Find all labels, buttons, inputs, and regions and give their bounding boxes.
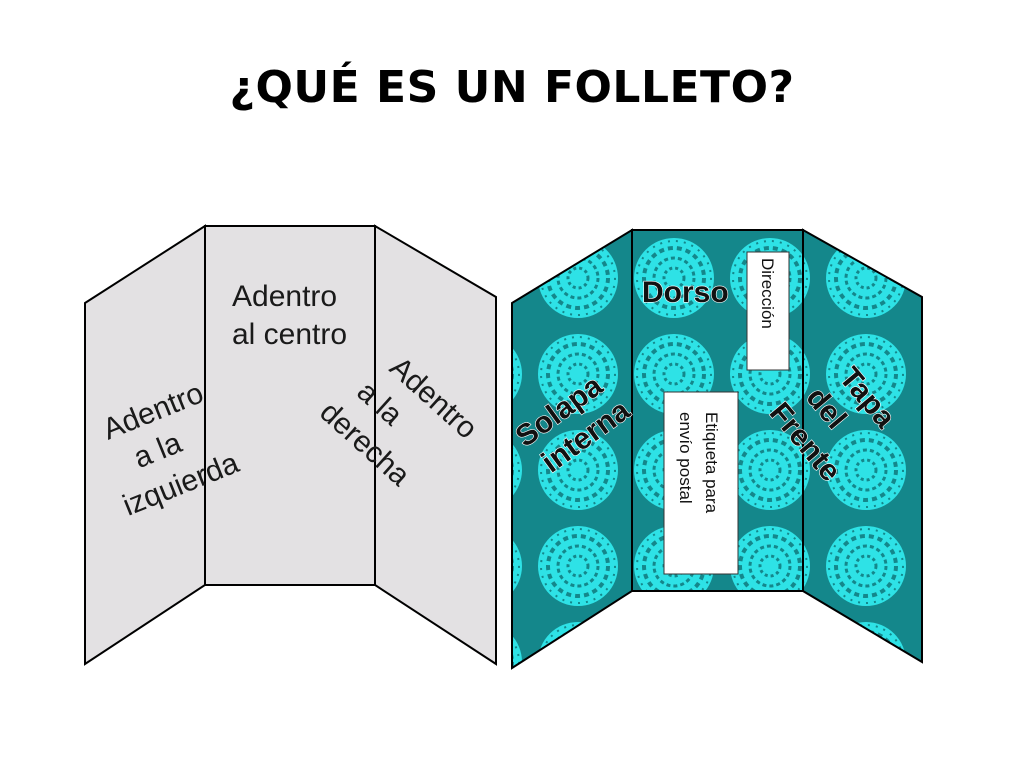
address-box [746,251,790,371]
inside-brochure: Adentro a la izquierda Adentro al centro… [84,224,497,666]
svg-text:Etiqueta para envío post: Etiqueta para envío postal [676,412,721,518]
inside-center-line-1: Adentro [232,280,337,313]
postal-label-line-2: envío postal [676,412,695,504]
inside-center-line-2: al centro [232,318,347,351]
postal-label-line-1: Etiqueta para [702,412,721,514]
address-label: Dirección [758,258,777,329]
outside-brochure: Dirección Etiqueta para envío postal Dor… [509,228,923,670]
svg-text:Adentro al centro: Adentro al centro [232,280,347,351]
outside-right-panel [802,228,923,664]
inside-right-panel [374,224,497,666]
back-panel-heading: Dorso [642,276,729,309]
page-title: ¿QUÉ ES UN FOLLETO? [229,62,795,113]
postal-label-box [663,391,739,575]
